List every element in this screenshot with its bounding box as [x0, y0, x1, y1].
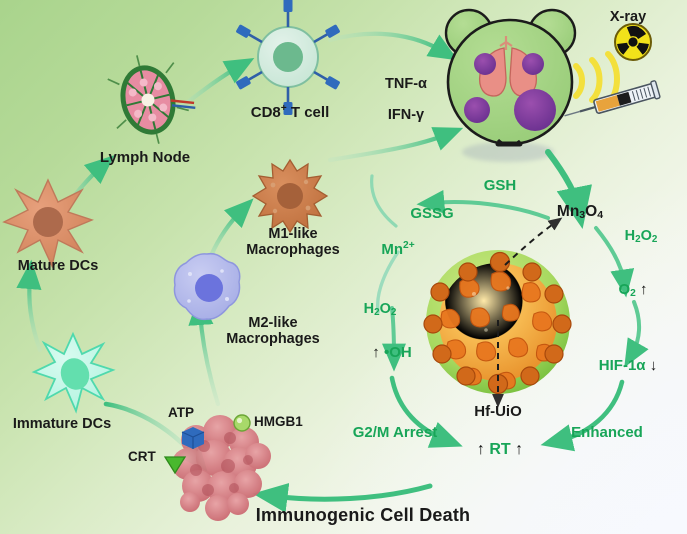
arrow-h2o2-to-hydroxyl [381, 306, 406, 372]
mature-dcs-illustration [2, 178, 94, 269]
m2-macrophage-illustration [173, 252, 241, 321]
label-mn3o4: Mn3O4 [556, 203, 604, 222]
label-hf-uio: Hf-UiO [474, 403, 522, 420]
m2-line1: M2-like [248, 315, 298, 331]
label-immature-dcs: Immature DCs [12, 416, 112, 432]
tcr-receptor [283, 0, 293, 27]
arrow-mn2-path [375, 250, 400, 314]
tumor-small [464, 97, 490, 123]
arrow-mouse-to-mn3o4 [545, 149, 592, 229]
label-h2o2-right: H2O2 [624, 228, 658, 246]
label-mature-dcs: Mature DCs [17, 258, 99, 274]
chemistry-arrows [370, 149, 649, 452]
arrow-enhanced-to-rt [540, 379, 625, 452]
label-atp: ATP [168, 405, 194, 420]
label-tnf-alpha: TNF-α [385, 76, 427, 92]
syringe-illustration [564, 80, 661, 117]
label-crt: CRT [128, 449, 156, 464]
rt-up-arrow-left-icon: ↑ [476, 441, 485, 458]
label-hif-1a: HIF-1α ↓ [598, 357, 658, 375]
label-o2: O2 ↑ [618, 281, 648, 300]
cd8-t-cell-illustration [236, 0, 340, 115]
arrow-g2m-to-rt [389, 375, 463, 448]
hmgb1-marker-icon [233, 414, 251, 432]
o2-up-arrow-icon: ↑ [640, 281, 648, 298]
label-m1-macrophages: M1-like Macrophages [246, 226, 339, 258]
m1-macrophage-illustration [251, 158, 329, 234]
hif-text: HIF-1α [598, 357, 646, 374]
arrow-icd-to-m2 [188, 295, 221, 407]
label-enhanced: Enhanced [571, 424, 643, 441]
label-h2o2-left: H2O2 [363, 301, 397, 319]
nanoparticle-rim-domains [423, 251, 572, 395]
label-g2m-arrest: G2/M Arrest [352, 424, 438, 441]
arrow-rt-to-icd [252, 483, 433, 513]
lungs-illustration [474, 36, 544, 97]
label-lymph-node: Lymph Node [99, 149, 191, 166]
label-rt: ↑ RT ↑ [477, 441, 523, 459]
label-ifn-gamma: IFN-γ [387, 107, 425, 123]
atp-marker-icon [181, 427, 205, 449]
arrow-gsh-to-gssg [416, 189, 550, 220]
lymph-node-illustration [107, 55, 196, 144]
arrow-gssg-upstream [370, 174, 398, 228]
arrow-t-cell-to-mouse [327, 31, 459, 61]
label-m2-macrophages: M2-like Macrophages [226, 315, 319, 347]
tumor-large [514, 89, 556, 131]
arrow-mn3o4-to-o2 [594, 226, 635, 298]
radiation-trefoil-icon [614, 23, 652, 61]
label-hydroxyl-radical: ↑ •OH [372, 344, 412, 362]
crt-marker-icon [163, 456, 187, 475]
figure-title: Immunogenic Cell Death [255, 505, 471, 525]
label-xray: X-ray [609, 9, 647, 25]
mouse-model-illustration [444, 8, 577, 162]
hydroxyl-text: •OH [383, 344, 412, 361]
o2-text: O2 [618, 281, 636, 300]
label-mn2-plus: Mn2+ [381, 240, 415, 258]
label-gsh: GSH [483, 177, 517, 194]
arrow-m1-to-mouse [327, 127, 464, 163]
arrow-np-to-mn3o4 [504, 217, 563, 266]
rt-text: RT [489, 441, 511, 458]
label-hmgb1: HMGB1 [254, 414, 303, 429]
immature-dcs-illustration [31, 331, 116, 414]
arrow-o2-to-hif [624, 300, 649, 368]
label-cd8-t-cell: CD8+ T cell [250, 103, 330, 121]
icd-tumor-illustration [172, 415, 271, 521]
m2-line2: Macrophages [226, 331, 320, 348]
hif-down-arrow-icon: ↓ [649, 357, 658, 374]
label-gssg: GSSG [410, 205, 454, 222]
arrow-immature-to-mature-dcs [16, 259, 43, 353]
m1-line1: M1-like [268, 226, 318, 242]
m1-line2: Macrophages [246, 242, 340, 259]
rt-up-arrow-right-icon: ↑ [515, 441, 524, 458]
nanoparticle-illustration [423, 250, 572, 395]
hydroxyl-up-arrow-icon: ↑ [372, 344, 380, 361]
